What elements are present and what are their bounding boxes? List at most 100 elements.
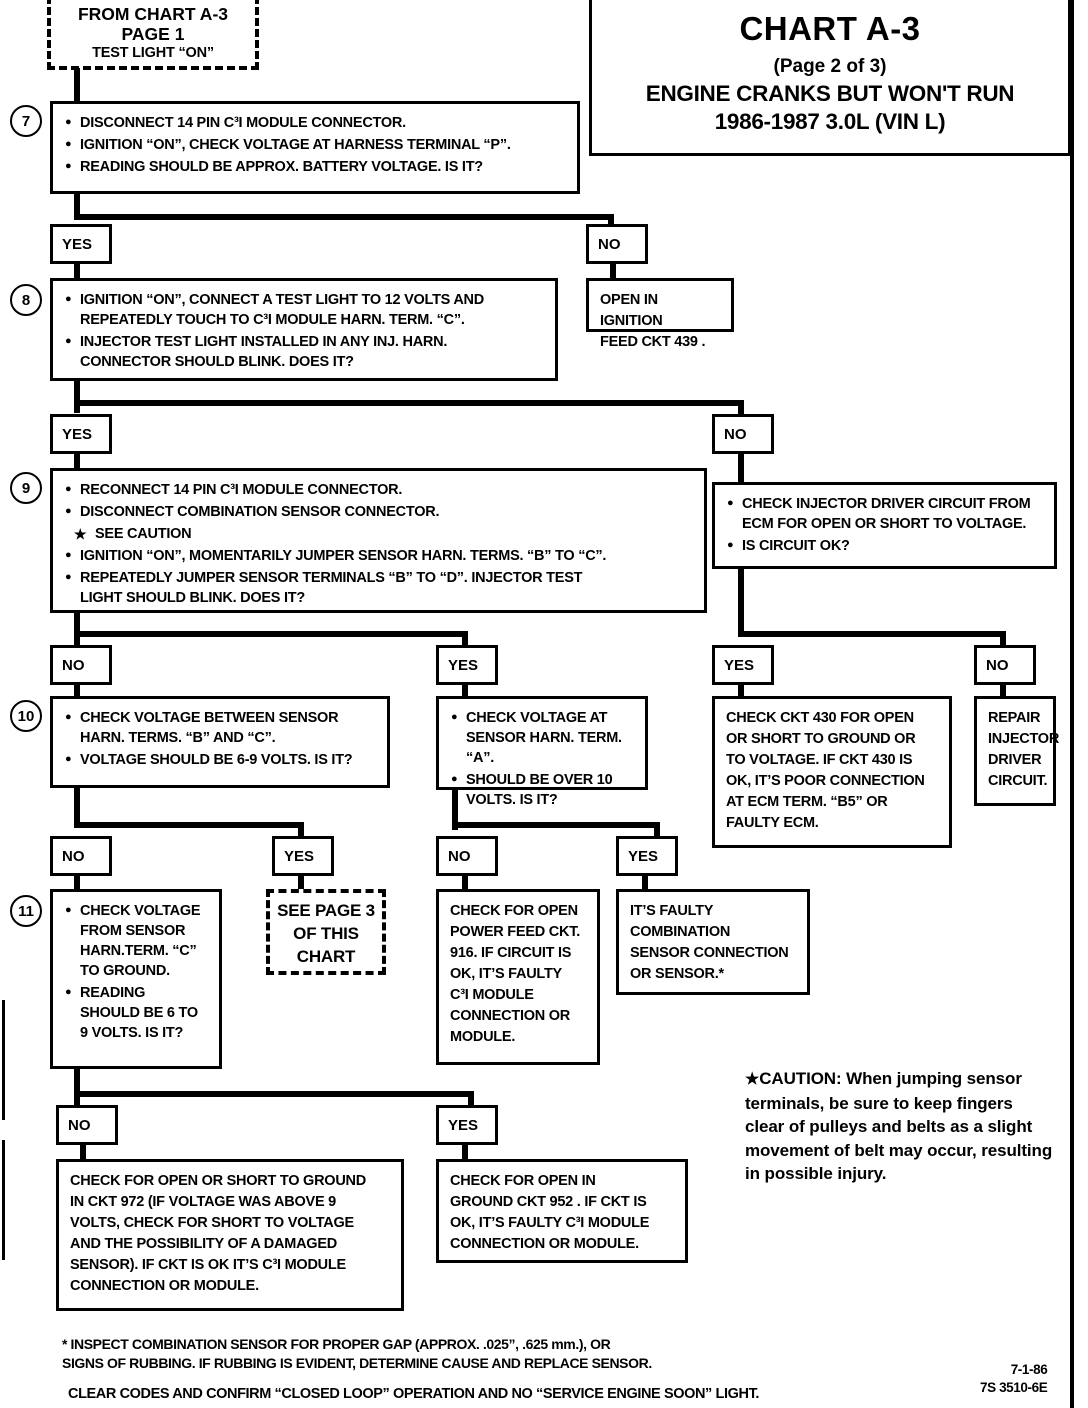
branch-label-yes-step9: YES (436, 645, 498, 685)
connector-yes9-to-box (462, 683, 468, 698)
branch-label-no-step7: NO (586, 224, 648, 264)
step7-instruction-box: DISCONNECT 14 PIN C³I MODULE CONNECTOR. … (50, 101, 580, 194)
branch-label-yes-injector: YES (712, 645, 774, 685)
connector-step10-down (74, 786, 80, 828)
step9-bullet-1: RECONNECT 14 PIN C³I MODULE CONNECTOR. (65, 479, 694, 500)
chart-title-block: CHART A-3 (Page 2 of 3) ENGINE CRANKS BU… (589, 0, 1071, 156)
sensor-term-a-bullet-2: SHOULD BE OVER 10 VOLTS. IS IT? (451, 769, 635, 810)
repair-injector-text: REPAIR INJECTOR DRIVER CIRCUIT. (988, 710, 1060, 789)
connector-step8-branch (74, 400, 744, 406)
connector-step9-branch (74, 631, 468, 637)
connector-yes8-to-step9 (74, 452, 80, 470)
branch-label-no-step10: NO (50, 836, 112, 876)
branch-label-yes-step10: YES (272, 836, 334, 876)
page-border-left-upper (2, 1000, 5, 1120)
branch-label-yes-terma: YES (616, 836, 678, 876)
step9-bullet-4: REPEATEDLY JUMPER SENSOR TERMINALS “B” T… (65, 567, 694, 608)
caution-note: ★CAUTION: When jumping sensor terminals,… (745, 1067, 1055, 1186)
open-ignition-feed-box: OPEN IN IGNITION FEED CKT 439 . (586, 278, 734, 350)
connector-no11-to-box (80, 1143, 86, 1161)
star-icon: ★ (745, 1071, 760, 1088)
ckt-430-text: CHECK CKT 430 FOR OPEN OR SHORT TO GROUN… (726, 710, 925, 831)
step-number-11: 11 (10, 895, 42, 927)
connector-no-terma-to-box (462, 874, 468, 889)
connector-step11-yes-down (468, 1091, 474, 1105)
step10-bullet-1: CHECK VOLTAGE BETWEEN SENSOR HARN. TERMS… (65, 707, 377, 748)
step10-bullet-2: VOLTAGE SHOULD BE 6-9 VOLTS. IS IT? (65, 749, 377, 770)
injector-driver-circuit-box: CHECK INJECTOR DRIVER CIRCUIT FROM ECM F… (712, 482, 1057, 569)
step7-bullet-3: READING SHOULD BE APPROX. BATTERY VOLTAG… (65, 156, 567, 177)
branch-label-yes-step11: YES (436, 1105, 498, 1145)
branch-label-no-step8: NO (712, 414, 774, 454)
page-number-label: (Page 2 of 3) (773, 56, 887, 77)
branch-label-no-step11: NO (56, 1105, 118, 1145)
step-number-7: 7 (10, 105, 42, 137)
step8-bullet-2: INJECTOR TEST LIGHT INSTALLED IN ANY INJ… (65, 331, 545, 372)
sensor-term-a-voltage-box: CHECK VOLTAGE AT SENSOR HARN. TERM. “A”.… (436, 696, 648, 808)
connector-no9-to-step10 (74, 683, 80, 698)
step9-see-caution: SEE CAUTION (65, 524, 694, 544)
step-number-8: 8 (10, 284, 42, 316)
connector-injector-no-down (1000, 631, 1006, 645)
entry-line-1: FROM CHART A-3 (77, 4, 229, 24)
see-page-3-box: SEE PAGE 3 OF THIS CHART (266, 889, 386, 975)
connector-injector-branch (738, 631, 1006, 637)
ckt-952-box: CHECK FOR OPEN IN GROUND CKT 952 . IF CK… (436, 1159, 688, 1263)
connector-no10-to-step11 (74, 874, 80, 889)
connector-step10-yes-down (298, 822, 304, 836)
ckt-972-box: CHECK FOR OPEN OR SHORT TO GROUND IN CKT… (56, 1159, 404, 1311)
ckt-952-text: CHECK FOR OPEN IN GROUND CKT 952 . IF CK… (450, 1173, 650, 1252)
step7-bullet-1: DISCONNECT 14 PIN C³I MODULE CONNECTOR. (65, 112, 567, 133)
connector-entry-to-step7 (74, 68, 80, 108)
connector-terma-yes-down (654, 822, 660, 836)
page-border-left-lower (2, 1140, 5, 1260)
connector-step7-down (74, 192, 80, 220)
step10-instruction-box: CHECK VOLTAGE BETWEEN SENSOR HARN. TERMS… (50, 696, 390, 788)
entry-from-chart-box: FROM CHART A-3 PAGE 1 TEST LIGHT “ON” (47, 0, 259, 70)
connector-yes11-to-box (462, 1143, 468, 1161)
connector-step10-branch (74, 822, 304, 828)
caution-body: CAUTION: When jumping sensor terminals, … (745, 1069, 1053, 1183)
chart-subtitle-application: 1986-1987 3.0L (VIN L) (714, 109, 946, 134)
ckt-430-box: CHECK CKT 430 FOR OPEN OR SHORT TO GROUN… (712, 696, 952, 848)
page-title: CHART A-3 (739, 10, 921, 47)
open-power-feed-box: CHECK FOR OPEN POWER FEED CKT. 916. IF C… (436, 889, 600, 1065)
connector-step11-down (74, 1067, 80, 1109)
document-id: 7-1-86 7S 3510-6E (980, 1362, 1048, 1395)
connector-terma-branch (452, 822, 660, 828)
page-border-right (1070, 0, 1074, 1408)
connector-step8-no-down (738, 400, 744, 414)
open-power-feed-text: CHECK FOR OPEN POWER FEED CKT. 916. IF C… (450, 903, 580, 1045)
see-page-3-text: SEE PAGE 3 OF THIS CHART (277, 901, 375, 966)
step-number-10: 10 (10, 700, 42, 732)
step9-bullet-2: DISCONNECT COMBINATION SENSOR CONNECTOR. (65, 501, 694, 522)
entry-line-2: PAGE 1 (121, 24, 185, 44)
connector-yes-terma-to-box (642, 874, 648, 889)
step11-instruction-box: CHECK VOLTAGE FROM SENSOR HARN.TERM. “C”… (50, 889, 222, 1069)
caution-text: ★CAUTION: When jumping sensor terminals,… (745, 1067, 1055, 1186)
branch-label-no-injector: NO (974, 645, 1036, 685)
step8-bullet-1: IGNITION “ON”, CONNECT A TEST LIGHT TO 1… (65, 289, 545, 330)
step11-bullet-1: CHECK VOLTAGE FROM SENSOR HARN.TERM. “C”… (65, 900, 209, 981)
injector-driver-bullet-1: CHECK INJECTOR DRIVER CIRCUIT FROM ECM F… (727, 493, 1044, 534)
branch-label-no-terma: NO (436, 836, 498, 876)
connector-step7-no-down (608, 214, 614, 228)
footnote-star: * INSPECT COMBINATION SENSOR FOR PROPER … (62, 1336, 652, 1371)
step11-bullet-2: READING SHOULD BE 6 TO 9 VOLTS. IS IT? (65, 982, 209, 1043)
branch-label-yes-step7: YES (50, 224, 112, 264)
sensor-term-a-bullet-1: CHECK VOLTAGE AT SENSOR HARN. TERM. “A”. (451, 707, 635, 768)
entry-line-3: TEST LIGHT “ON” (92, 45, 214, 61)
repair-injector-driver-box: REPAIR INJECTOR DRIVER CIRCUIT. (974, 696, 1060, 806)
connector-step9-yes-down (462, 631, 468, 645)
connector-step8-down (74, 379, 80, 413)
faulty-combination-sensor-text: IT’S FAULTY COMBINATION SENSOR CONNECTIO… (630, 903, 789, 982)
connector-yes7-to-step8 (74, 262, 80, 280)
connector-injector-down (738, 567, 744, 637)
step-number-9: 9 (10, 472, 42, 504)
open-ignition-feed-text: OPEN IN IGNITION FEED CKT 439 . (600, 292, 706, 350)
connector-terma-down (452, 788, 458, 830)
ckt-972-text: CHECK FOR OPEN OR SHORT TO GROUND IN CKT… (70, 1173, 366, 1294)
connector-no7-to-box (610, 262, 616, 280)
connector-step7-branch (74, 214, 614, 220)
